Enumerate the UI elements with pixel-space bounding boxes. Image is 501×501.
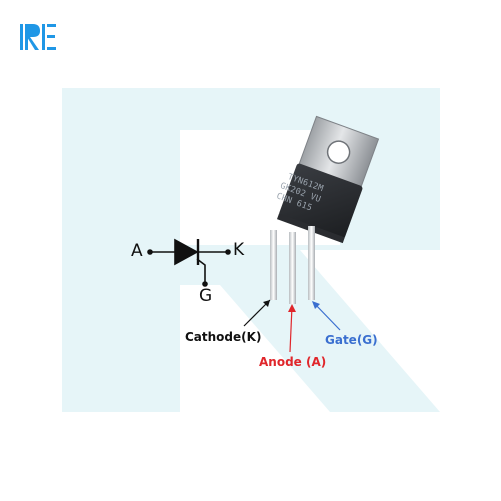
gate-label: Gate(G) [325,333,378,347]
lead-anode [289,232,296,304]
gate-wire [196,258,206,282]
gate-letter: G [199,286,213,306]
scr-schematic-symbol [147,238,231,287]
plastic-body [279,163,363,239]
anode-label: Anode (A) [259,355,327,369]
mounting-hole [326,140,351,164]
anode-arrow [289,305,293,353]
cathode-label: Cathode(K) [185,330,262,344]
to220-package [270,115,380,304]
anode-terminal-dot [147,249,153,255]
diode-triangle [174,238,199,266]
background-watermark [62,88,440,412]
re-logo [20,22,56,52]
cathode-terminal-dot [225,249,231,255]
gate-arrow [312,301,341,331]
lead-gate [308,226,315,300]
callout-arrows [243,299,341,353]
lead-cathode [270,230,277,300]
anode-letter: A [131,241,143,261]
leads [270,226,315,304]
cathode-letter: K [233,240,245,260]
gate-terminal-dot [202,281,208,287]
